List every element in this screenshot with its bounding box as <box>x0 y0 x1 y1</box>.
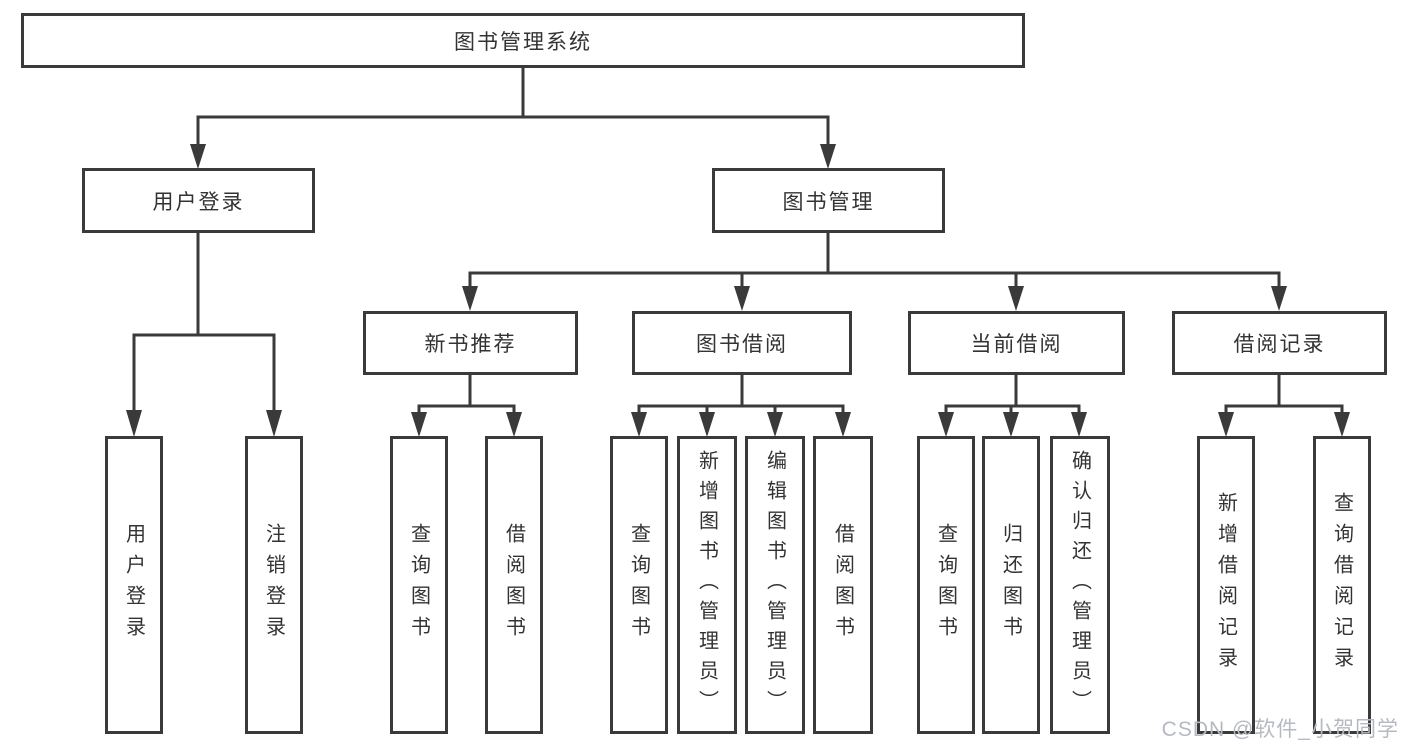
node-new-book-recommend: 新书推荐 <box>363 311 578 375</box>
node-current-borrow: 当前借阅 <box>908 311 1125 375</box>
node-leaf-nbr-query-books: 查询图书 <box>390 436 448 734</box>
node-root: 图书管理系统 <box>21 13 1025 68</box>
node-label: 查询图书 <box>407 523 430 647</box>
arrowhead-group <box>126 144 1350 437</box>
node-borrow-records: 借阅记录 <box>1172 311 1387 375</box>
node-label: 图书借阅 <box>696 333 788 356</box>
node-label: 查询借阅记录 <box>1330 492 1353 678</box>
node-label: 当前借阅 <box>970 333 1063 356</box>
node-label: 查询图书 <box>627 523 650 647</box>
csdn-watermark: CSDN @软件_小贺同学 <box>1161 718 1399 741</box>
node-label: 新书推荐 <box>424 333 517 356</box>
node-label: 用户登录 <box>152 190 245 214</box>
node-label: 注销登录 <box>262 523 285 647</box>
node-label: 借阅记录 <box>1233 333 1326 356</box>
node-label: 图书管理系统 <box>454 30 592 54</box>
node-label: 新增借阅记录 <box>1214 492 1237 678</box>
node-leaf-logout: 注销登录 <box>245 436 303 734</box>
node-label: 新增图书（管理员） <box>695 450 718 720</box>
node-label: 借阅图书 <box>502 523 525 647</box>
node-label: 图书管理 <box>782 190 875 214</box>
node-leaf-cb-return-books: 归还图书 <box>982 436 1040 734</box>
node-leaf-br-add-record: 新增借阅记录 <box>1197 436 1255 734</box>
node-label: 编辑图书（管理员） <box>763 450 786 720</box>
node-leaf-cb-query-books: 查询图书 <box>917 436 975 734</box>
node-book-management: 图书管理 <box>712 168 945 233</box>
node-label: 借阅图书 <box>831 523 854 647</box>
node-label: 确认归还（管理员） <box>1068 450 1091 720</box>
node-leaf-bb-borrow-books: 借阅图书 <box>813 436 873 734</box>
node-book-borrow: 图书借阅 <box>632 311 852 375</box>
node-leaf-user-login: 用户登录 <box>105 436 163 734</box>
node-leaf-nbr-borrow-books: 借阅图书 <box>485 436 543 734</box>
node-leaf-bb-query-books: 查询图书 <box>610 436 668 734</box>
node-label: 查询图书 <box>934 523 957 647</box>
node-label: 用户登录 <box>122 523 145 647</box>
node-label: 归还图书 <box>999 523 1022 647</box>
node-leaf-cb-confirm-return-admin: 确认归还（管理员） <box>1050 436 1110 734</box>
node-leaf-br-query-record: 查询借阅记录 <box>1313 436 1371 734</box>
node-leaf-bb-add-books-admin: 新增图书（管理员） <box>677 436 737 734</box>
node-leaf-bb-edit-books-admin: 编辑图书（管理员） <box>745 436 805 734</box>
node-user-login: 用户登录 <box>82 168 315 233</box>
